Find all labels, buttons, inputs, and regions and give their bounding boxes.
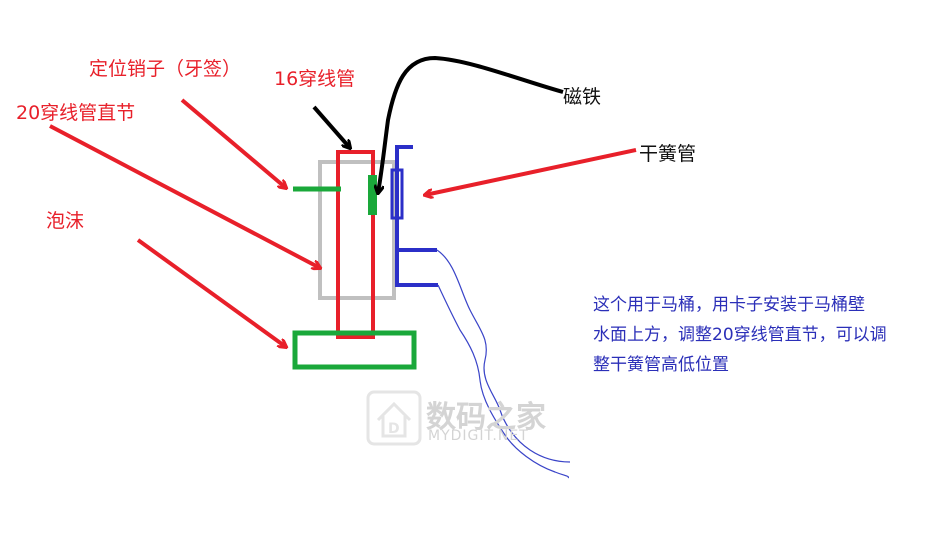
note-line-2: 水面上方，调整20穿线管直节，可以调 — [593, 325, 887, 345]
tube16-arrow — [312, 105, 350, 148]
watermark-en: MYDIGIT.NET — [428, 428, 529, 444]
tube16-label: 16穿线管 — [274, 68, 356, 90]
reed-switch-shape — [390, 168, 404, 220]
tube20-arrow — [49, 124, 320, 268]
foam-label: 泡沫 — [46, 210, 85, 232]
usage-note: 这个用于马桶，用卡子安装于马桶壁 水面上方，调整20穿线管直节，可以调 整干簧管… — [593, 290, 923, 380]
reed-holder-shape — [395, 145, 437, 252]
tube20-joint-label: 20穿线管直节 — [16, 102, 136, 124]
pin-label: 定位销子（牙签） — [89, 58, 242, 80]
magnet-label: 磁铁 — [563, 86, 602, 108]
tube16-shape — [336, 150, 375, 339]
reed-switch-label: 干簧管 — [639, 143, 697, 165]
reed-arrow — [425, 148, 637, 195]
note-line-3: 整干簧管高低位置 — [593, 355, 729, 375]
reed-holder-lower-shape — [395, 250, 438, 287]
watermark-cn: 数码之家 — [426, 400, 546, 435]
wire-shape — [436, 249, 571, 479]
foam-shape — [292, 330, 417, 370]
note-line-1: 这个用于马桶，用卡子安装于马桶壁 — [593, 295, 865, 315]
watermark-logo: D — [366, 390, 422, 446]
foam-arrow — [136, 238, 286, 347]
svg-text:D: D — [388, 421, 400, 437]
tube20-joint-shape — [318, 160, 396, 300]
pin-arrow — [180, 98, 286, 188]
magnet-arrow — [378, 55, 564, 193]
magnet-shape — [368, 175, 377, 215]
